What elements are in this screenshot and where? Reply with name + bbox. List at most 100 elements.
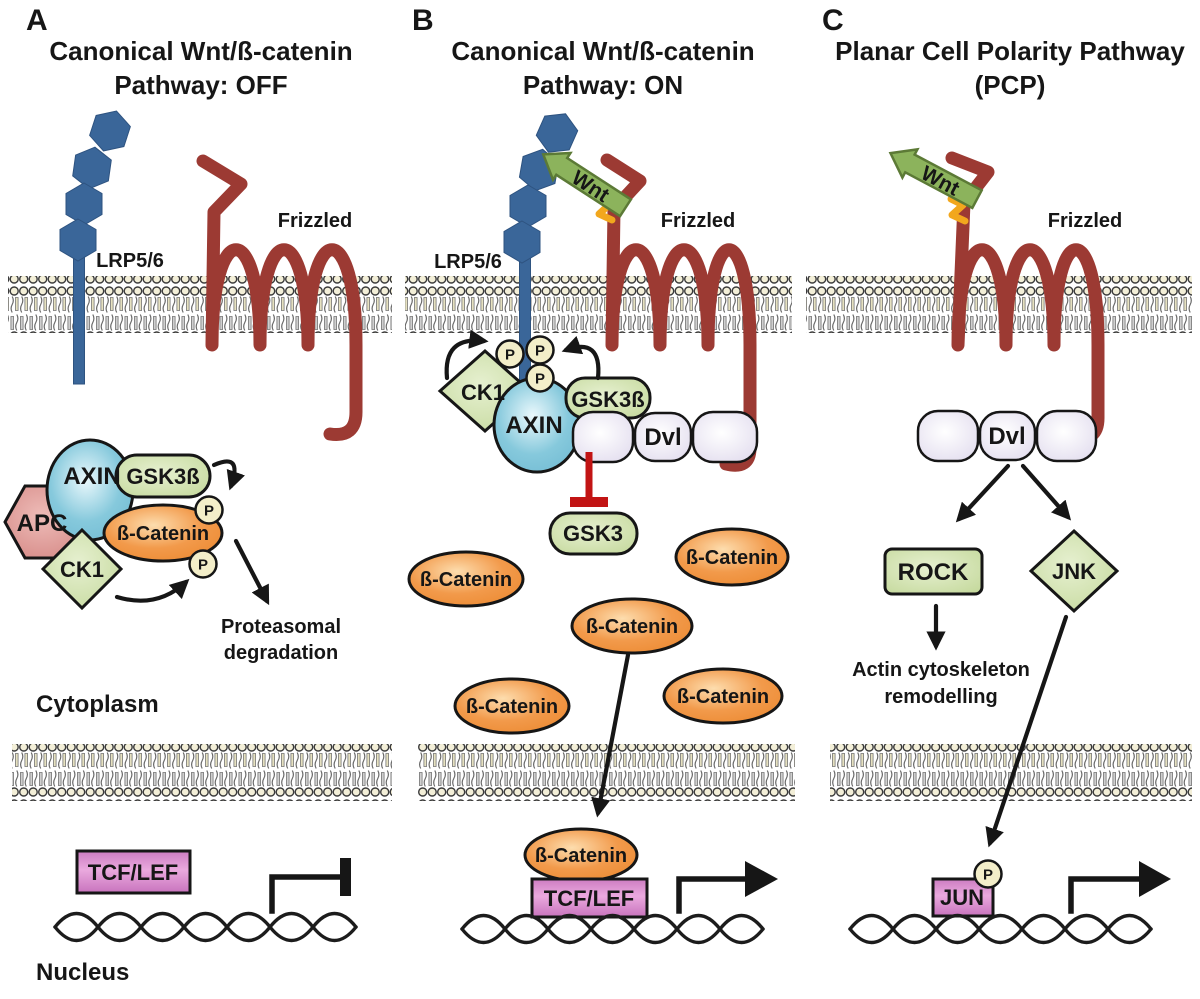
gsk3b-protein (114, 453, 212, 499)
lrp-label: LRP5/6 (96, 250, 164, 272)
transcription-arrow-icon (1068, 861, 1171, 914)
panel-c-title-line2: (PCP) (975, 70, 1046, 100)
beta-catenin-label: ß-Catenin (535, 845, 627, 867)
beta-catenin-label: ß-Catenin (686, 547, 778, 569)
gsk3-label: GSK3 (563, 521, 623, 546)
beta-catenin-protein (662, 667, 784, 725)
actin-label-line1: Actin cytoskeleton (852, 659, 1030, 681)
inhibition-bar-icon (570, 452, 608, 507)
lrp-domain-icon (59, 218, 97, 262)
dvl-label: Dvl (988, 423, 1025, 450)
jnk-to-jun-arrow (985, 614, 1069, 848)
lrp-stem (73, 243, 85, 385)
cytoplasm-label: Cytoplasm (36, 691, 159, 718)
dvl-domain (691, 410, 759, 464)
axin-label: AXIN (63, 463, 120, 490)
degradation-arrow (233, 538, 270, 606)
lrp-domain-icon (503, 220, 541, 264)
transcription-blocked-icon (269, 858, 351, 914)
phosphate-label: P (204, 503, 214, 520)
panel-a-letter: A (26, 4, 48, 37)
dvl-domain (1035, 409, 1098, 463)
lrp5-6-receptor (503, 113, 579, 264)
rock-protein (883, 547, 984, 596)
panel-b-letter: B (412, 4, 434, 37)
beta-catenin-protein (570, 597, 694, 655)
beta-catenin-label: ß-Catenin (466, 696, 558, 718)
lrp-domain-icon (535, 113, 579, 153)
phosphate-badge (188, 549, 218, 579)
tcf-lef-label: TCF/LEF (544, 886, 634, 911)
frizzled-receptor (196, 154, 363, 442)
panel-c: C Planar Cell Polarity Pathway (PCP) Wnt… (806, 4, 1192, 945)
frizzled-label: Frizzled (1048, 210, 1122, 232)
membrane-complex: CK1 AXIN GSK3ß Dvl P P P (437, 335, 759, 474)
ck1-label: CK1 (461, 380, 505, 405)
lrp5-6-receptor (59, 110, 131, 385)
nucleus-label: Nucleus (36, 959, 129, 986)
wnt-ligand: Wnt (888, 147, 984, 210)
dna-helix (848, 913, 1153, 945)
destruction-complex: AXIN GSK3ß APC CK1 ß-Catenin P P (3, 438, 224, 611)
phosphate-badge (194, 495, 224, 525)
lrp-domain-icon (509, 184, 547, 228)
dvl-domain (571, 410, 635, 464)
beta-catenin-label: ß-Catenin (586, 616, 678, 638)
gsk3b-label: GSK3ß (126, 464, 199, 489)
frizzled-receptor (945, 151, 1105, 445)
panel-b: B Canonical Wnt/ß-catenin Pathway: ON Wn… (405, 4, 795, 945)
ck1-phosphorylation-arrow (444, 329, 489, 381)
actin-label-line2: remodelling (884, 686, 997, 708)
beta-catenin-label: ß-Catenin (677, 686, 769, 708)
panel-b-title-line2: Pathway: ON (523, 70, 683, 100)
beta-catenin-protein (102, 503, 224, 563)
wnt-binding-bolt-icon (947, 195, 969, 225)
phosphate-badge (495, 339, 525, 369)
lrp-domain-icon (72, 146, 112, 190)
frizzled-receptor (600, 153, 757, 472)
beta-catenin-label: ß-Catenin (117, 523, 209, 545)
phosphate-label: P (198, 557, 208, 574)
nuclear-translocation-arrow (591, 652, 631, 818)
dna-helix (460, 913, 765, 945)
tcf-lef-box (75, 849, 192, 895)
jnk-label: JNK (1052, 559, 1096, 584)
ck1-protein (40, 527, 124, 611)
axin-label: AXIN (505, 412, 562, 439)
panel-a: A Canonical Wnt/ß-catenin Pathway: OFF L… (3, 4, 392, 986)
phosphate-label: P (535, 371, 545, 388)
jun-label: JUN (940, 885, 984, 910)
rock-label: ROCK (898, 559, 969, 586)
phosphate-badge (973, 859, 1003, 889)
lrp-domain-icon (65, 182, 103, 226)
nuclear-membrane (830, 744, 1192, 801)
gsk3b-phosphorylation-arrow (561, 335, 601, 381)
panel-a-title-line2: Pathway: OFF (114, 70, 287, 100)
ck1-label: CK1 (60, 557, 104, 582)
dvl-domain (978, 410, 1037, 462)
phosphate-badge (525, 363, 555, 393)
lrp-label: LRP5/6 (434, 251, 502, 273)
tcf-lef-box (530, 877, 649, 919)
lrp-stem (519, 243, 531, 389)
frizzled-label: Frizzled (661, 210, 735, 232)
gsk3b-phosphorylation-arrow (211, 459, 245, 491)
beta-catenin-protein (407, 550, 525, 608)
dvl-domain (633, 411, 693, 463)
dna-helix (53, 911, 358, 943)
dvl-protein: Dvl (916, 409, 1098, 463)
plasma-membrane (405, 276, 792, 333)
ck1-phosphorylation-arrow (114, 578, 190, 603)
gsk3-inhibited-protein (548, 511, 639, 556)
plasma-membrane (8, 276, 392, 333)
tcf-lef-label: TCF/LEF (88, 860, 178, 885)
apc-label: APC (17, 510, 68, 537)
dvl-domain (916, 409, 980, 463)
beta-catenin-protein (453, 677, 571, 735)
dvl-to-rock-arrow (955, 463, 1011, 523)
beta-catenin-pool: ß-Catenin ß-Catenin ß-Catenin ß-Catenin … (407, 527, 790, 735)
phosphate-label: P (535, 343, 545, 360)
gsk3b-label: GSK3ß (571, 387, 644, 412)
